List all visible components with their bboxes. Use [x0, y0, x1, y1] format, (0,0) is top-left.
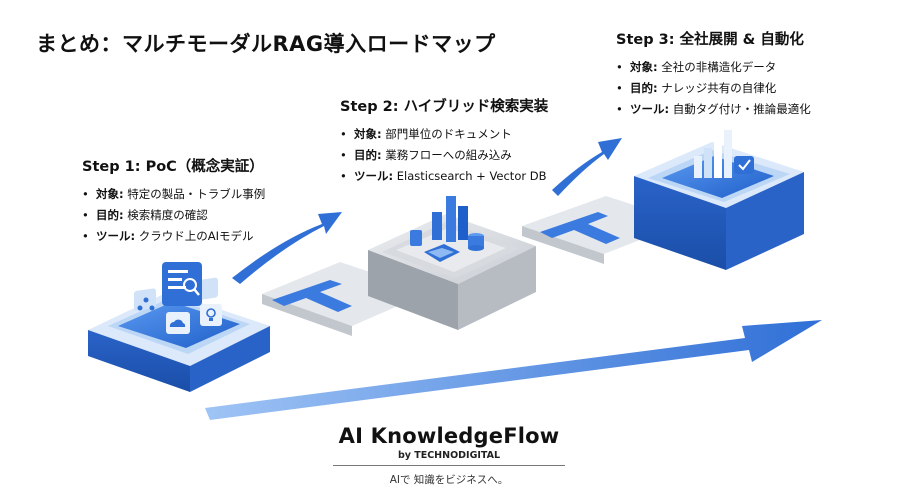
list-item: •ツール: 自動タグ付け・推論最適化 [616, 102, 811, 116]
cloud-icon [166, 312, 190, 334]
bar-chart-icon [432, 196, 468, 242]
brand-divider [333, 465, 565, 466]
list-item: •目的: ナレッジ共有の自律化 [616, 81, 777, 95]
envelope-icon [424, 244, 460, 262]
list-item: •目的: 検索精度の確認 [82, 208, 208, 222]
lightbulb-icon [200, 304, 222, 326]
step-3-title: Step 3: 全社展開 & 自動化 [616, 32, 804, 48]
document-icon [410, 230, 422, 246]
step-3-block: Step 3: 全社展開 & 自動化 •対象: 全社の非構造化データ •目的: … [616, 28, 811, 120]
list-item: •対象: 全社の非構造化データ [616, 60, 777, 74]
step-1-list: •対象: 特定の製品・トラブル事例 •目的: 検索精度の確認 •ツール: クラウ… [82, 184, 265, 247]
curved-arrow-2 [552, 138, 622, 196]
brand-name: AI KnowledgeFlow [338, 424, 560, 448]
search-document-icon [162, 262, 202, 306]
connector-arrow-2 [540, 212, 620, 244]
connector-arrow-1 [272, 280, 352, 312]
list-item: •ツール: クラウド上のAIモデル [82, 229, 254, 243]
step-2-block: Step 2: ハイブリッド検索実装 •対象: 部門単位のドキュメント •目的:… [340, 95, 548, 187]
list-item: •ツール: Elasticsearch + Vector DB [340, 169, 547, 183]
step-1-block: Step 1: PoC（概念実証） •対象: 特定の製品・トラブル事例 •目的:… [82, 155, 265, 247]
brand-byline: by TECHNODIGITAL [397, 450, 501, 461]
step-3-list: •対象: 全社の非構造化データ •目的: ナレッジ共有の自律化 •ツール: 自動… [616, 57, 811, 120]
brand-tagline: AIで 知識をビジネスへ。 [389, 474, 509, 486]
brand-footer: AI KnowledgeFlow by TECHNODIGITAL AIで 知識… [333, 424, 565, 487]
step-1-title: Step 1: PoC（概念実証） [82, 159, 264, 175]
list-item: •対象: 部門単位のドキュメント [340, 127, 512, 141]
database-icon [468, 233, 484, 251]
network-icon [137, 297, 155, 311]
growth-arrow [205, 320, 822, 420]
checkmark-icon [734, 156, 754, 174]
step-2-title: Step 2: ハイブリッド検索実装 [340, 99, 549, 115]
curved-arrow-1 [232, 212, 342, 284]
list-item: •目的: 業務フローへの組み込み [340, 148, 512, 162]
page-title: まとめ：マルチモーダルRAG導入ロードマップ [36, 32, 496, 56]
list-item: •対象: 特定の製品・トラブル事例 [82, 187, 266, 201]
step-2-list: •対象: 部門単位のドキュメント •目的: 業務フローへの組み込み •ツール: … [340, 124, 548, 187]
growth-chart-icon [694, 130, 732, 178]
